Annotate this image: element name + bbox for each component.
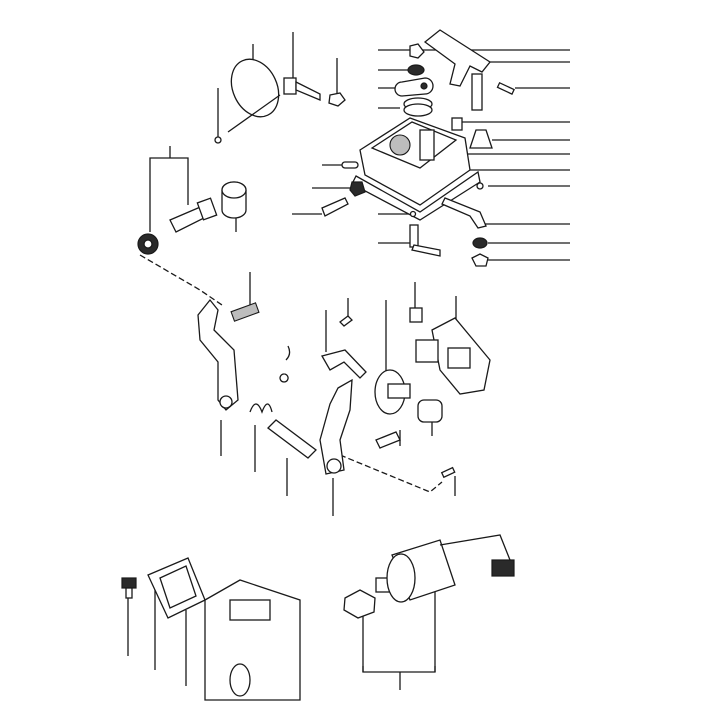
- engine-block: [204, 579, 301, 701]
- bracket: [149, 157, 189, 182]
- throttle-lever: [423, 29, 491, 111]
- screw: [321, 197, 349, 217]
- spring: [230, 302, 260, 322]
- center-line: [339, 454, 443, 493]
- washer-nut: [137, 233, 159, 255]
- lever-arm: [197, 298, 239, 411]
- shaft-pin: [267, 419, 317, 459]
- nut: [349, 181, 366, 197]
- solenoid: [375, 534, 515, 603]
- torsion-spring: [249, 403, 273, 414]
- bushing: [417, 399, 443, 423]
- screw: [451, 117, 463, 131]
- ball: [476, 182, 484, 190]
- screw: [409, 307, 423, 323]
- pump-body: [351, 117, 481, 221]
- o-ring: [341, 161, 359, 169]
- link-rod: [321, 349, 367, 379]
- gasket-cover: [147, 557, 206, 619]
- screw: [283, 77, 321, 101]
- nut: [471, 253, 489, 267]
- spring-coil: [403, 97, 433, 117]
- governor-lever: [319, 378, 353, 475]
- cap: [221, 181, 247, 219]
- diaphragm-disc: [227, 58, 281, 133]
- link-arm: [441, 197, 487, 229]
- washer: [407, 64, 425, 76]
- clip: [279, 345, 291, 383]
- pin: [440, 466, 456, 479]
- washer: [472, 237, 488, 249]
- lock-nut: [343, 589, 376, 619]
- ball: [214, 136, 222, 144]
- center-line: [139, 254, 223, 306]
- screw: [121, 577, 137, 599]
- ball: [409, 210, 417, 218]
- nut: [328, 92, 346, 107]
- governor-housing: [415, 317, 491, 395]
- leader-lines: [127, 32, 570, 690]
- flyweight-disc: [374, 369, 411, 415]
- screw: [375, 431, 401, 449]
- pin: [496, 81, 515, 95]
- clip: [339, 315, 353, 327]
- nut: [409, 43, 425, 59]
- plug: [469, 129, 493, 149]
- bracket: [362, 666, 436, 673]
- bolt: [169, 197, 218, 233]
- cam-plate: [394, 77, 434, 97]
- shaft-lever: [409, 224, 441, 257]
